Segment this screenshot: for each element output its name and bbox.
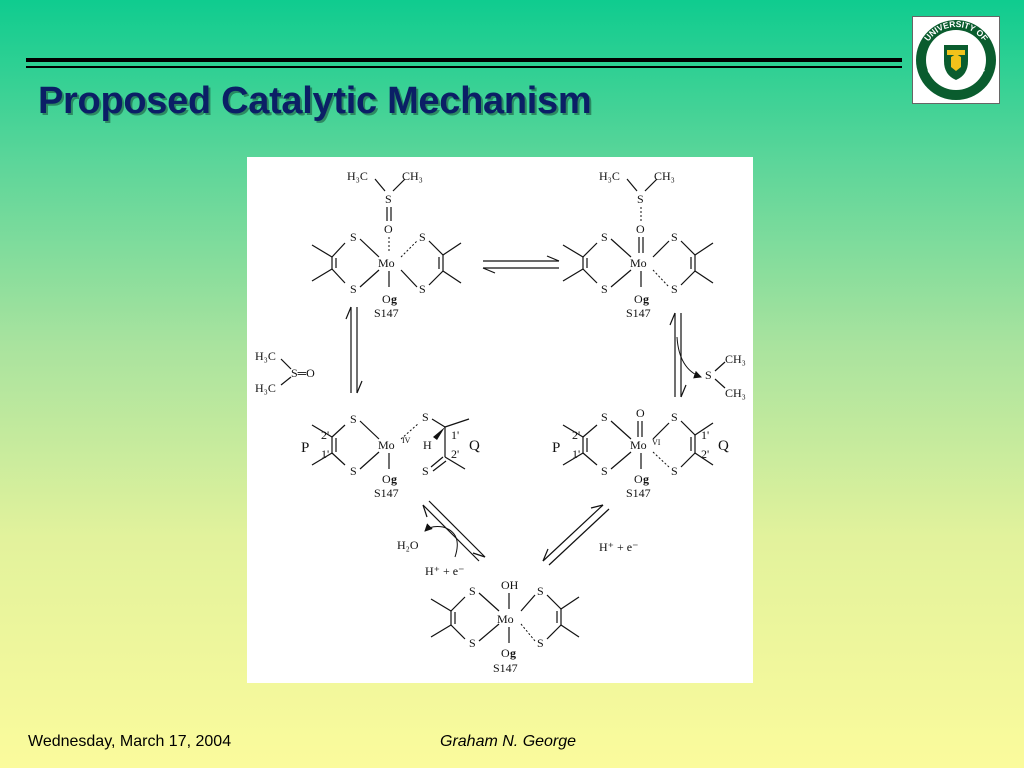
label-pos-1p: 1': [451, 428, 459, 442]
equilibrium-arrows-left: [345, 306, 363, 394]
label-p: P: [552, 440, 560, 456]
label-s: S: [671, 410, 678, 424]
label-pos-1p: 1': [572, 447, 580, 461]
label-o: O: [636, 222, 645, 236]
label-o: O: [636, 406, 645, 420]
university-logo: UNIVERSITY OF SASKATCHEWAN: [912, 16, 1000, 104]
label-q: Q: [469, 438, 480, 454]
equilibrium-arrows-lower-left: H₂O H⁺ + e⁻: [397, 500, 486, 578]
label-s: S: [601, 464, 608, 478]
label-s: S: [350, 282, 357, 296]
free-dms: S CH₃ CH₃: [705, 352, 746, 400]
label-s: S: [671, 282, 678, 296]
label-serine: S147: [493, 661, 518, 675]
label-s: S: [469, 636, 476, 650]
label-serine-g: g: [643, 472, 649, 486]
label-ch3: CH₃: [654, 169, 675, 183]
label-s: S: [350, 230, 357, 244]
arrow-lower-right: H⁺ + e⁻: [542, 504, 638, 566]
label-p: P: [301, 440, 309, 456]
label-o: O: [384, 222, 393, 236]
label-s: S: [469, 584, 476, 598]
label-pos-2p: 2': [451, 447, 459, 461]
complex-mo-oh: OH S S Mo S S O g S147: [430, 578, 580, 675]
label-pos-2p: 2': [701, 447, 709, 461]
label-h3c: H₃C: [599, 169, 620, 183]
label-serine-o: O: [634, 292, 643, 306]
label-s: S: [601, 282, 608, 296]
university-seal: UNIVERSITY OF SASKATCHEWAN: [916, 19, 996, 100]
label-mo: Mo: [378, 256, 395, 270]
label-pos-1p: 1': [321, 447, 329, 461]
label-s: S: [419, 230, 426, 244]
label-h: H: [423, 438, 432, 452]
title-rule-thin: [26, 66, 902, 68]
complex-mo-iv: P 2' 1' S S Mo IV S H 1' 2' S: [301, 410, 480, 500]
label-s: S: [637, 192, 644, 206]
label-h3c: H₃C: [347, 169, 368, 183]
label-mo: Mo: [630, 256, 647, 270]
label-mo: Mo: [630, 438, 647, 452]
label-mo: Mo: [378, 438, 395, 452]
free-dmso: H₃C H₃C S═O: [255, 349, 315, 395]
label-s: S: [671, 230, 678, 244]
label-serine-g: g: [643, 292, 649, 306]
label-serine-o: O: [634, 472, 643, 486]
complex-dmso-bound-left: H₃C CH₃ S O Mo S S S S: [311, 169, 462, 320]
label-mo: Mo: [497, 612, 514, 626]
label-s: S: [537, 636, 544, 650]
label-s: S: [601, 410, 608, 424]
footer-author: Graham N. George: [440, 733, 577, 750]
label-s: S: [419, 282, 426, 296]
label-ox-iv: IV: [402, 436, 411, 445]
label-pos-1p: 1': [701, 428, 709, 442]
label-s: S: [350, 412, 357, 426]
label-s: S: [601, 230, 608, 244]
complex-dmso-bound-right: H₃C CH₃ S O Mo S S S S: [562, 169, 714, 320]
label-pos-2p: 2': [321, 428, 329, 442]
equilibrium-arrows-right: [669, 312, 702, 398]
slide-title: Proposed Catalytic Mechanism: [38, 80, 592, 122]
label-serine-g: g: [391, 292, 397, 306]
label-s: S: [385, 192, 392, 206]
label-ch3: CH₃: [725, 352, 746, 366]
label-serine-o: O: [382, 292, 391, 306]
label-oh: OH: [501, 578, 519, 592]
label-proton-electron: H⁺ + e⁻: [425, 564, 464, 578]
label-q: Q: [718, 438, 729, 454]
label-ch3: CH₃: [402, 169, 423, 183]
label-ch3: CH₃: [725, 386, 746, 400]
label-proton-electron: H⁺ + e⁻: [599, 540, 638, 554]
label-h3c: H₃C: [255, 349, 276, 363]
label-dmso-s-o: S═O: [291, 366, 315, 380]
label-serine: S147: [374, 306, 399, 320]
label-serine-o: O: [382, 472, 391, 486]
label-serine: S147: [626, 306, 651, 320]
label-dms-s: S: [705, 368, 712, 382]
label-h3c: H₃C: [255, 381, 276, 395]
label-water: H₂O: [397, 538, 419, 552]
label-serine: S147: [374, 486, 399, 500]
label-s: S: [422, 410, 429, 424]
label-pos-2p: 2': [572, 428, 580, 442]
label-serine-o: O: [501, 646, 510, 660]
mechanism-diagram: H₃C CH₃ S O Mo S S S S: [247, 157, 753, 683]
label-serine-g: g: [391, 472, 397, 486]
label-s: S: [671, 464, 678, 478]
label-ox-vi: VI: [652, 438, 661, 447]
label-s: S: [537, 584, 544, 598]
label-serine-g: g: [510, 646, 516, 660]
title-rule-thick: [26, 58, 902, 62]
complex-mo-vi: P 2' 1' S S O Mo VI S S: [552, 406, 729, 500]
equilibrium-arrows-top: [482, 255, 560, 274]
label-s: S: [350, 464, 357, 478]
label-s: S: [422, 464, 429, 478]
footer-date: Wednesday, March 17, 2004: [28, 733, 232, 750]
label-serine: S147: [626, 486, 651, 500]
